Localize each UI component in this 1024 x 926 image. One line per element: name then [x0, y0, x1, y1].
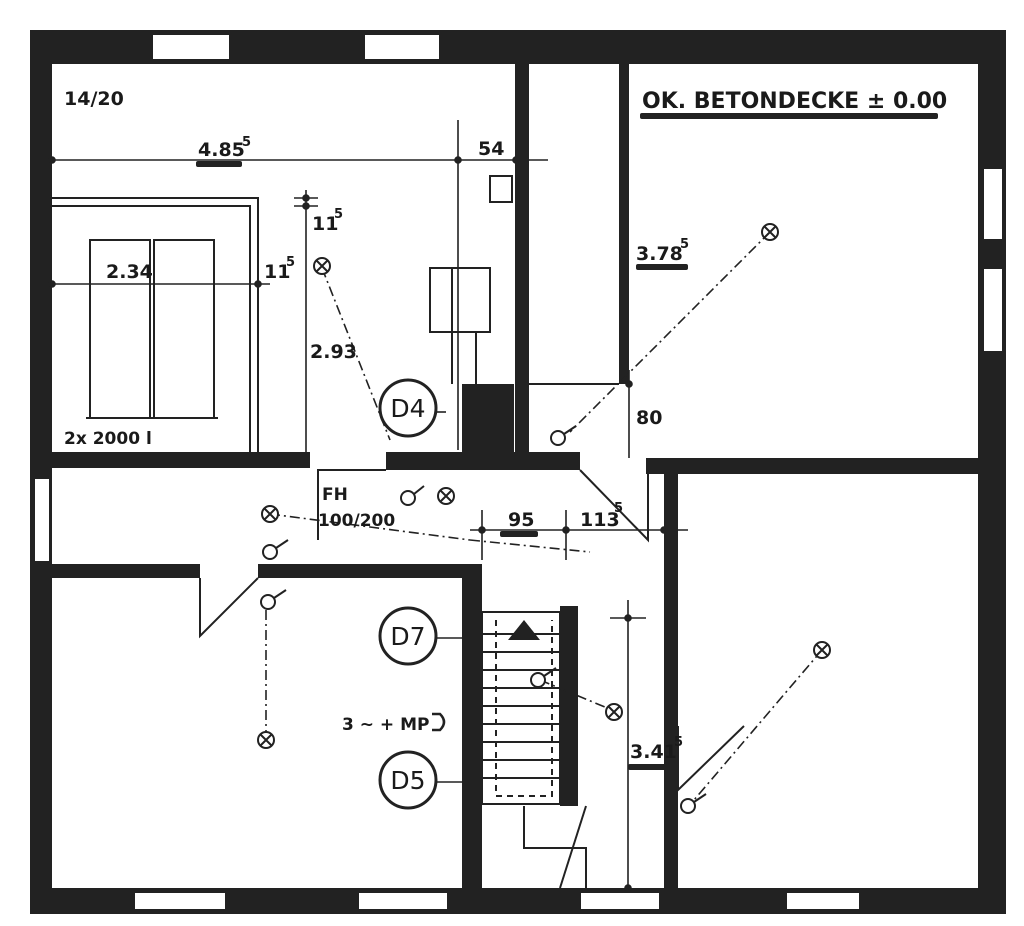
- underline-bars: [196, 113, 938, 770]
- room-tag-d7: D7: [390, 622, 425, 651]
- dim-485-sup: 5: [242, 135, 251, 150]
- switch-icon: [680, 793, 707, 814]
- dim-54: 54: [478, 138, 504, 160]
- light-icon: [261, 505, 279, 523]
- room-tag-circles: [378, 378, 438, 810]
- dim-234: 2.34: [106, 261, 153, 283]
- door-fh-size: 100/200: [318, 511, 395, 531]
- stair-arrow: [508, 620, 540, 640]
- electric-panel-icon: [432, 712, 446, 732]
- light-icon: [257, 731, 275, 749]
- interior-walls: [52, 64, 978, 888]
- room-tag-d5: D5: [390, 766, 425, 795]
- door-swings: [199, 469, 745, 793]
- switch-icon: [550, 425, 577, 446]
- electric-label: 3 ~ + MP: [342, 715, 429, 735]
- dimension-lines: [48, 120, 688, 892]
- wiring-lines: [265, 231, 823, 801]
- dim-11a: 11: [312, 213, 338, 235]
- dim-378-sup: 5: [680, 237, 689, 252]
- door-fh-label: FH: [322, 485, 348, 505]
- light-icon: [761, 223, 779, 241]
- switch-icons: [260, 425, 707, 814]
- dim-95: 95: [508, 509, 534, 531]
- light-icon: [605, 703, 623, 721]
- switch-icon: [262, 539, 289, 560]
- tank-label: 2x 2000 l: [64, 429, 152, 449]
- dim-11b-sup: 5: [286, 255, 295, 270]
- switch-icon: [400, 485, 425, 506]
- floor-level-label: OK. BETONDECKE ± 0.00: [642, 89, 947, 114]
- dim-485: 4.85: [198, 139, 245, 161]
- dim-11b: 11: [264, 261, 290, 283]
- dim-341: 3.41: [630, 741, 677, 763]
- fixtures: [52, 175, 619, 889]
- dim-11a-sup: 5: [334, 207, 343, 222]
- plan-code: 14/20: [64, 88, 124, 110]
- dim-113-sup: 5: [614, 501, 623, 516]
- dim-378: 3.78: [636, 243, 683, 265]
- windows: [33, 33, 1004, 911]
- switch-icon: [530, 667, 557, 688]
- dim-113: 113: [580, 509, 620, 531]
- dim-341-sup: 5: [674, 735, 683, 750]
- light-fixture-icons: [257, 223, 831, 749]
- light-icon: [813, 641, 831, 659]
- dim-293: 2.93: [310, 341, 357, 363]
- switch-icon: [260, 589, 287, 610]
- room-tag-d4: D4: [390, 394, 425, 423]
- light-icon: [437, 487, 455, 505]
- dim-80: 80: [636, 407, 662, 429]
- light-icon: [313, 257, 331, 275]
